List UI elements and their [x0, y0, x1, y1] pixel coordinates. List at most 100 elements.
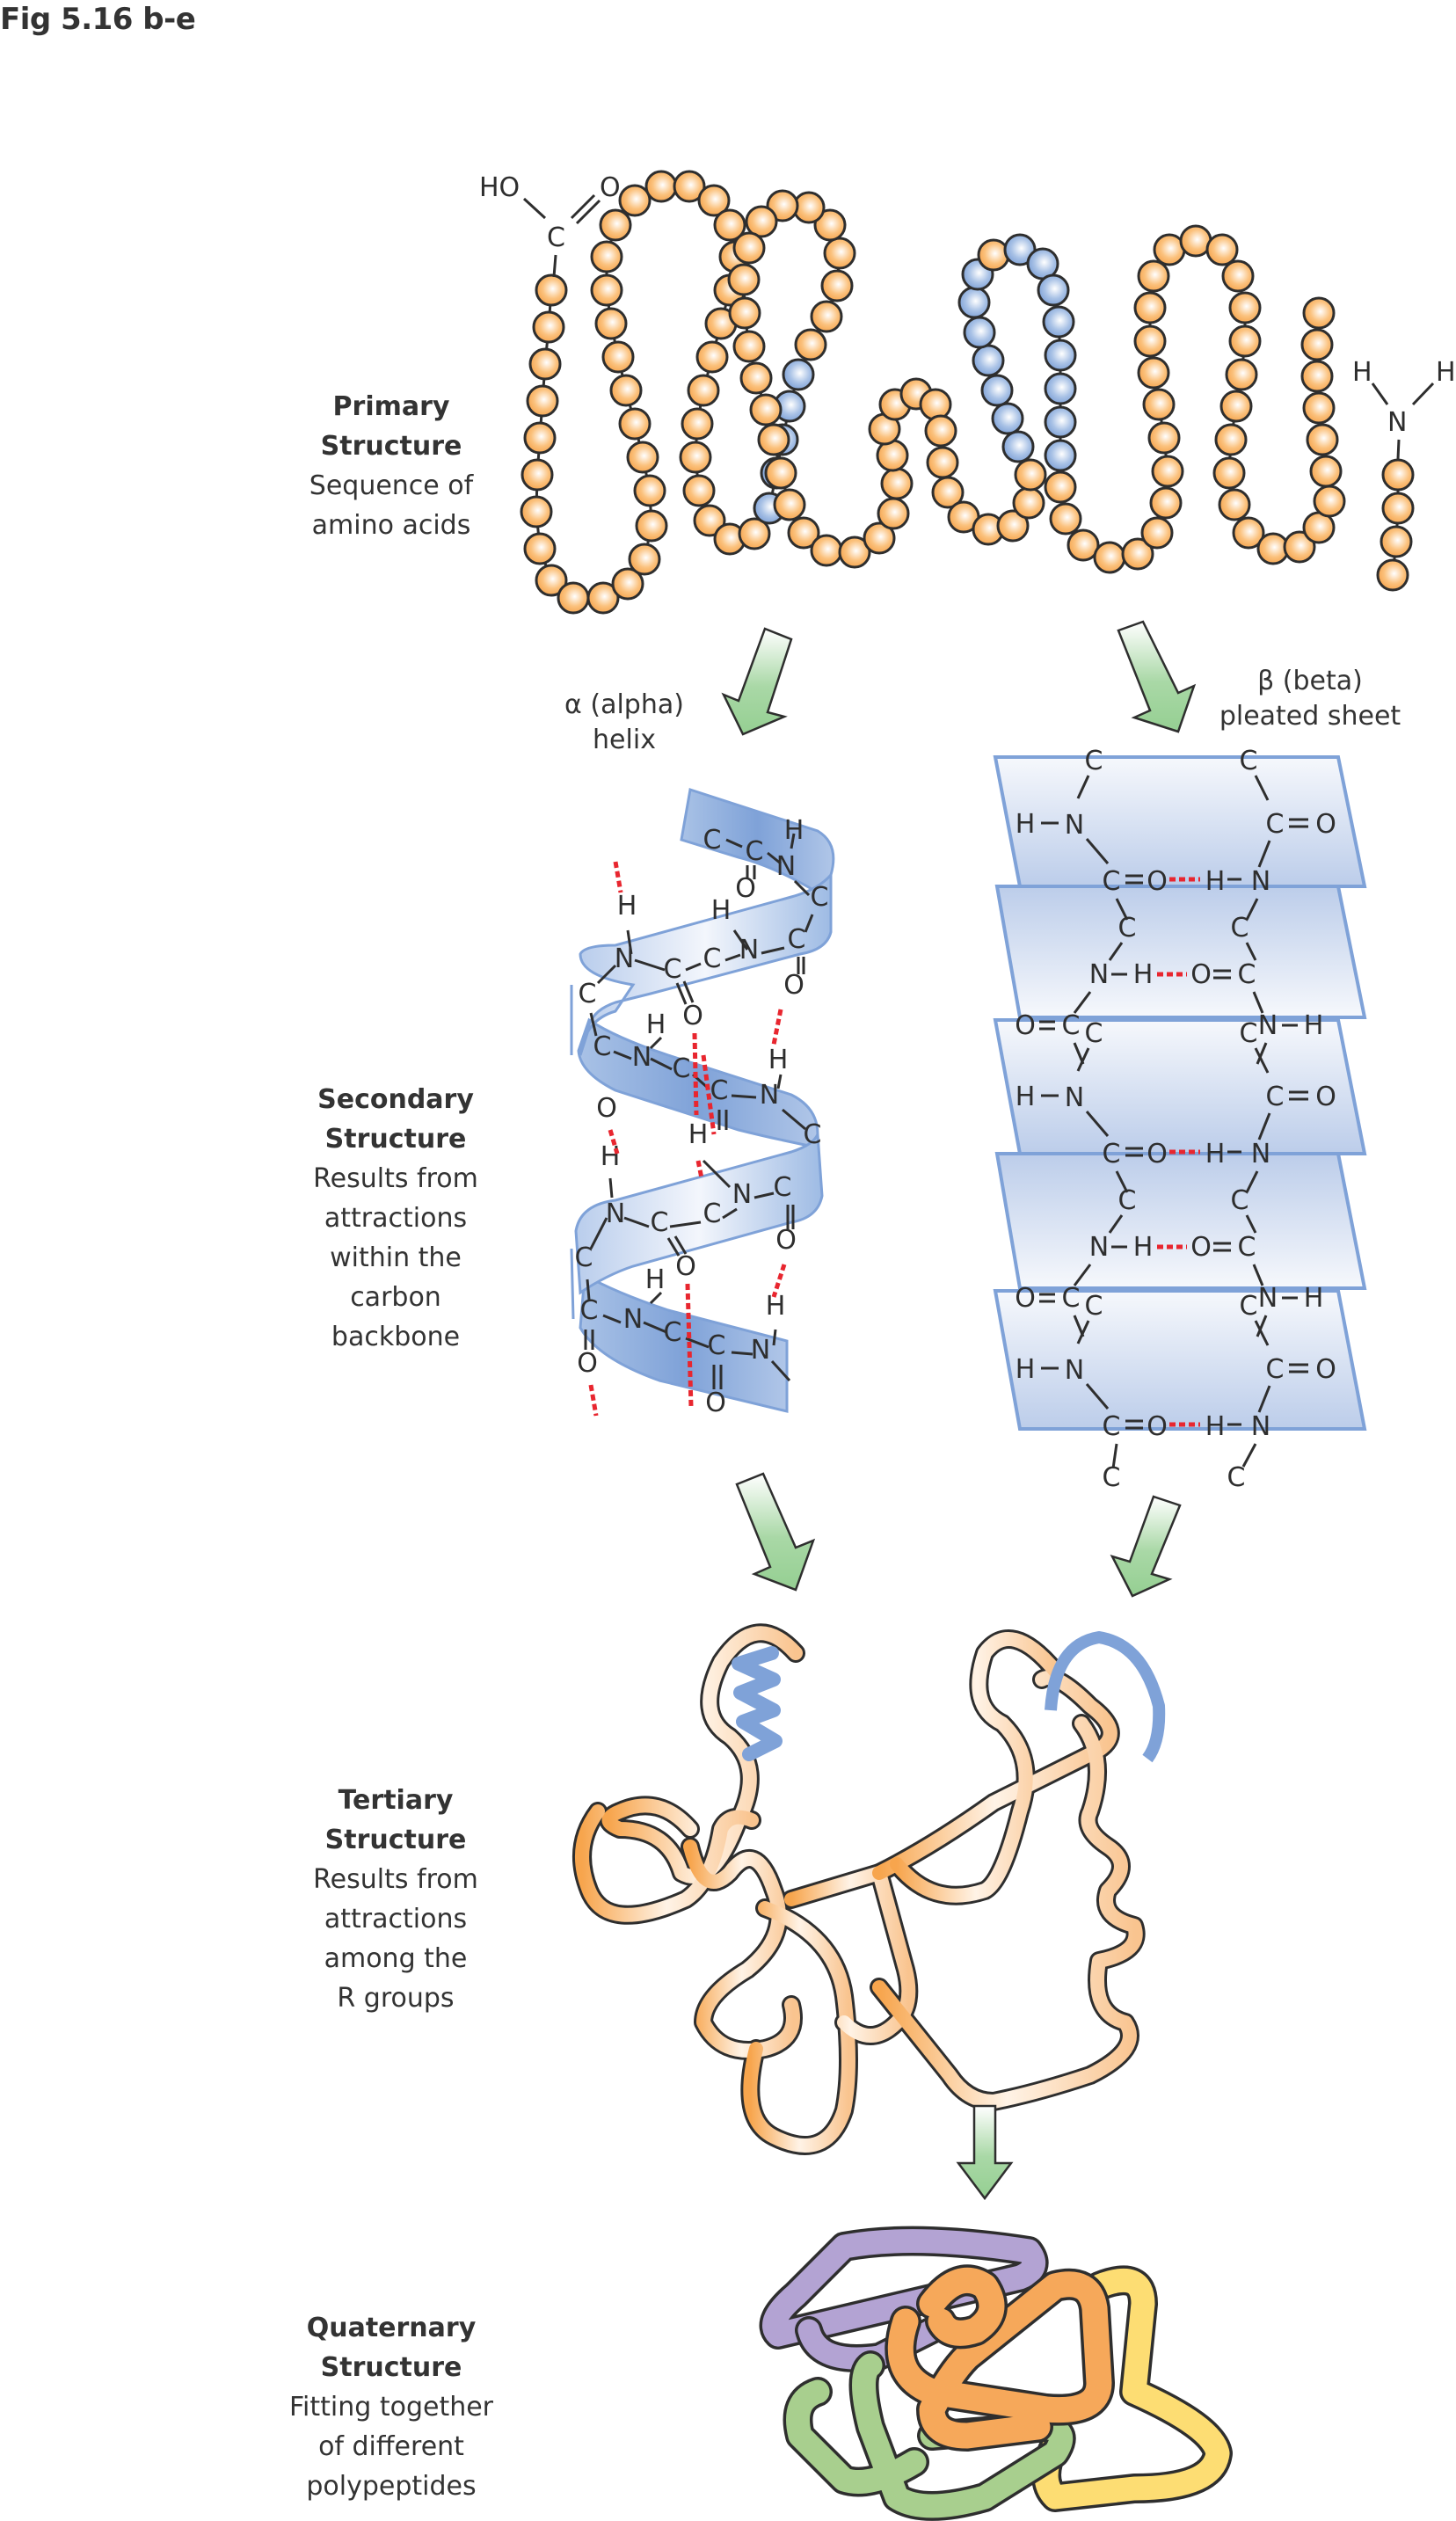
- primary-structure-label: Primary Structure Sequence of amino acid…: [281, 387, 501, 545]
- bond: [649, 1036, 663, 1050]
- bond: [761, 946, 785, 955]
- amino-acid-bead-orange: [728, 296, 761, 330]
- tertiary-heading-2: Structure: [324, 1825, 467, 1855]
- bond: [702, 1159, 732, 1189]
- tertiary-desc-2: attractions: [324, 1904, 468, 1934]
- arrow-to-quaternary: [956, 2104, 1014, 2201]
- amino-acid-bead-orange: [1133, 324, 1167, 358]
- atom-c: C: [788, 924, 806, 955]
- bond: [725, 838, 743, 849]
- amino-acid-bead-orange: [931, 476, 965, 509]
- bond: [1396, 439, 1401, 460]
- atom-h: H: [766, 1291, 786, 1322]
- tertiary-heading-1: Tertiary: [338, 1785, 454, 1816]
- secondary-desc-4: carbon: [350, 1282, 441, 1313]
- atom-c: C: [580, 1295, 599, 1326]
- atom-c: C: [1266, 1082, 1285, 1112]
- bond: [570, 193, 596, 220]
- atom-h: H: [1205, 866, 1226, 897]
- amino-acid-bead-blue: [782, 358, 815, 391]
- amino-acid-bead-orange: [924, 414, 957, 448]
- amino-acid-bead-orange: [528, 347, 562, 381]
- atom-o: O: [1147, 866, 1168, 897]
- bond: [589, 1217, 608, 1250]
- amino-acid-bead-orange: [697, 184, 731, 217]
- atom-c: C: [1231, 1185, 1249, 1216]
- tertiary-helix-segment: [1045, 1631, 1166, 1763]
- alpha-helix-line2: helix: [593, 725, 656, 755]
- bond: [770, 1359, 791, 1382]
- amino-acid-bead-orange: [1300, 328, 1334, 361]
- secondary-desc-5: backbone: [331, 1322, 461, 1352]
- atom-n: N: [1065, 810, 1084, 841]
- amino-acid-bead-orange: [738, 517, 771, 550]
- amino-acid-bead-orange: [1228, 324, 1262, 358]
- bond: [793, 879, 811, 897]
- atom-c: C: [651, 1207, 669, 1238]
- bond: [724, 953, 741, 962]
- secondary-heading-1: Secondary: [317, 1084, 474, 1115]
- beta-sheet-line2: pleated sheet: [1219, 701, 1401, 732]
- atom-o: O: [783, 970, 804, 1001]
- amino-acid-bead-orange: [695, 340, 729, 374]
- bond: [804, 914, 814, 933]
- amino-acid-bead-orange: [590, 273, 623, 307]
- atom-c: C: [673, 1053, 691, 1084]
- arrow-from-helix-to-tertiary: [735, 1472, 816, 1592]
- bond: [649, 1291, 663, 1305]
- figure-title: Fig 5.16 b-e: [0, 2, 196, 37]
- subunit-orange: [885, 2264, 1115, 2452]
- bond: [596, 964, 617, 985]
- amino-acid-bead-blue: [963, 316, 996, 349]
- amino-acid-bead-orange: [594, 307, 628, 340]
- amino-n: N: [1387, 407, 1407, 438]
- amino-acid-bead-orange: [626, 441, 659, 474]
- amino-acid-bead-blue: [1042, 305, 1075, 339]
- atom-n: N: [1251, 866, 1270, 897]
- amino-acid-bead-orange: [557, 581, 590, 615]
- amino-acid-bead-orange: [880, 467, 914, 500]
- atom-n: N: [615, 944, 634, 974]
- atom-c: C: [664, 1317, 682, 1348]
- atom-o: O: [1015, 1010, 1036, 1041]
- secondary-heading-2: Structure: [324, 1124, 467, 1155]
- bond: [1111, 1443, 1118, 1469]
- bond: [790, 833, 796, 849]
- bond: [1245, 942, 1257, 961]
- atom-n: N: [776, 851, 796, 882]
- amino-acid-bead-orange: [535, 273, 568, 307]
- bond: [1115, 1170, 1129, 1193]
- atom-o: O: [1190, 959, 1212, 990]
- amino-acid-bead-orange: [1302, 391, 1336, 425]
- bond: [1241, 1443, 1257, 1468]
- quaternary-heading-2: Structure: [320, 2352, 462, 2383]
- secondary-desc-2: attractions: [324, 1203, 468, 1234]
- atom-c: C: [746, 836, 764, 867]
- bond: [1245, 1214, 1257, 1234]
- bond: [1254, 1047, 1270, 1074]
- amino-acid-bead-orange: [521, 458, 554, 492]
- bond: [753, 1191, 775, 1199]
- amino-acid-bead-orange: [1380, 525, 1413, 558]
- atom-h: H: [1016, 1082, 1036, 1112]
- amino-acid-bead-orange: [1142, 388, 1176, 421]
- atom-h: H: [645, 1264, 666, 1295]
- amino-acid-bead-orange: [523, 532, 557, 565]
- amino-acid-bead-orange: [1121, 537, 1154, 571]
- amino-acid-bead-orange: [635, 509, 668, 543]
- bond: [1076, 775, 1090, 799]
- tertiary-desc-3: among the: [324, 1943, 468, 1974]
- atom-n: N: [606, 1199, 625, 1229]
- atom-c: C: [1238, 959, 1256, 990]
- beta-sheet-line1: β (beta): [1257, 666, 1363, 696]
- hydrogen-bond: [695, 1160, 704, 1179]
- hydrogen-bond: [608, 1129, 620, 1155]
- hydrogen-bond: [685, 1283, 694, 1408]
- amino-acid-bead-orange: [693, 504, 726, 537]
- carboxyl-group: HO O C: [479, 172, 621, 278]
- atom-c: C: [1103, 1462, 1121, 1493]
- amino-acid-bead-orange: [838, 536, 871, 569]
- primary-heading-2: Structure: [320, 431, 462, 462]
- atom-o: O: [682, 1001, 703, 1031]
- amino-acid-bead-orange: [1232, 516, 1265, 550]
